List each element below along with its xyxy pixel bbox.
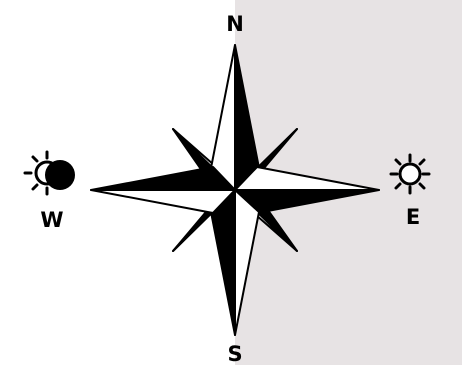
compass-cardinal-points — [91, 45, 379, 335]
sun-icon — [391, 155, 429, 193]
north-label: N — [223, 14, 247, 35]
east-label: E — [401, 207, 425, 228]
eclipse-icon — [25, 152, 75, 194]
west-label: W — [40, 210, 64, 231]
point-west-top — [91, 167, 235, 190]
point-west-bottom — [91, 190, 235, 213]
point-east-top — [235, 167, 379, 190]
point-south-right — [235, 190, 259, 335]
south-label: S — [223, 344, 247, 365]
